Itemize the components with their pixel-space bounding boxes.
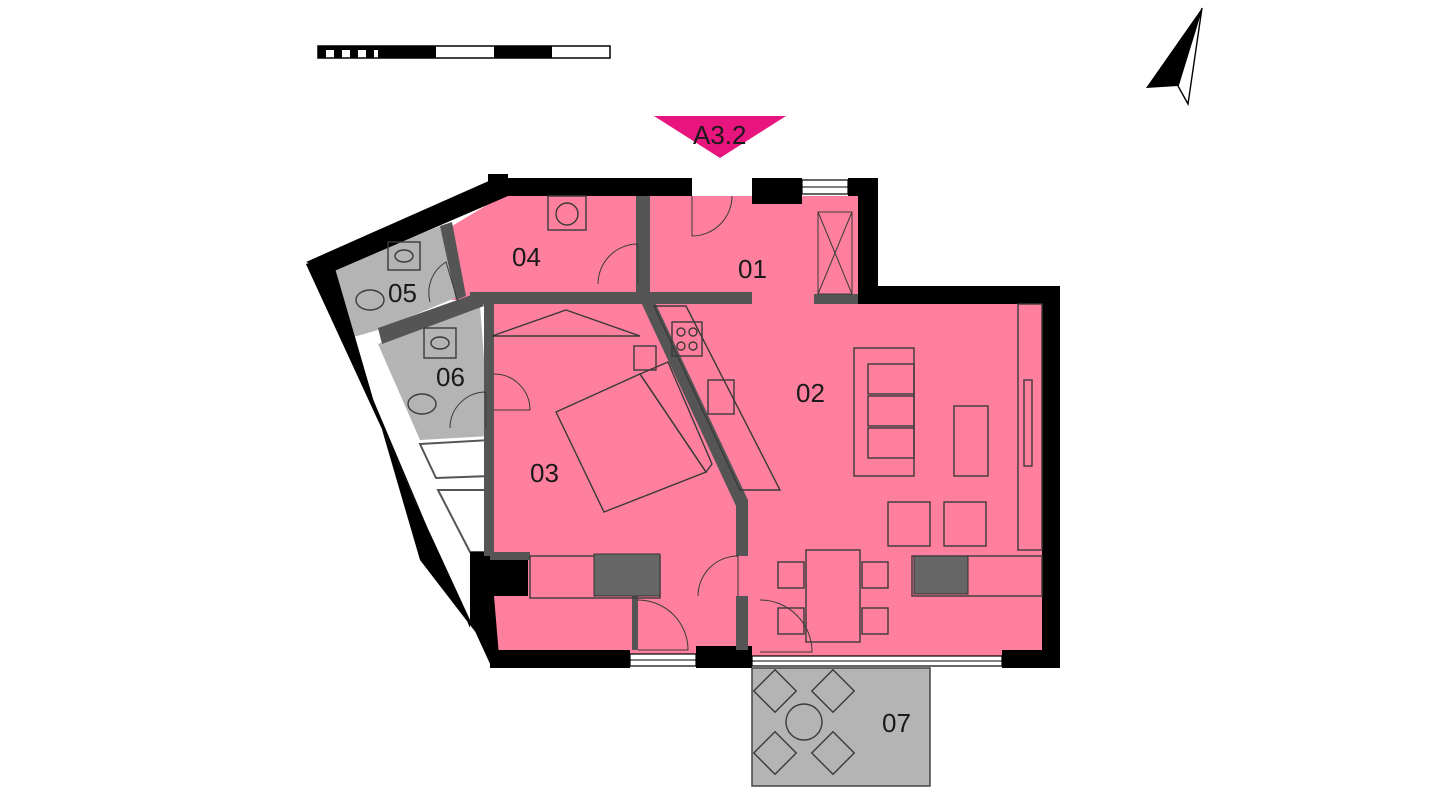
windows (629, 179, 1003, 667)
room-label-06: 06 (436, 362, 465, 392)
room-label-07: 07 (882, 708, 911, 738)
doors (428, 195, 853, 653)
north-arrow-icon (1146, 7, 1203, 107)
scale-bar-icon (317, 45, 611, 59)
furniture (355, 195, 1043, 776)
room-label-04: 04 (512, 242, 541, 272)
room-fill-living (452, 196, 1048, 658)
interior-walls (378, 196, 858, 650)
room-label-01: 01 (738, 254, 767, 284)
niche-upper (418, 438, 491, 480)
room-label-03: 03 (530, 458, 559, 488)
room-fill-06 (378, 306, 490, 440)
room-fill-05 (332, 226, 460, 338)
apartment-tag: A3.2 (654, 116, 786, 158)
room-label-05: 05 (388, 278, 417, 308)
room-label-02: 02 (796, 378, 825, 408)
niche-lower (436, 489, 491, 553)
apartment-code: A3.2 (693, 120, 747, 150)
apartment-tag-marker (654, 116, 786, 158)
